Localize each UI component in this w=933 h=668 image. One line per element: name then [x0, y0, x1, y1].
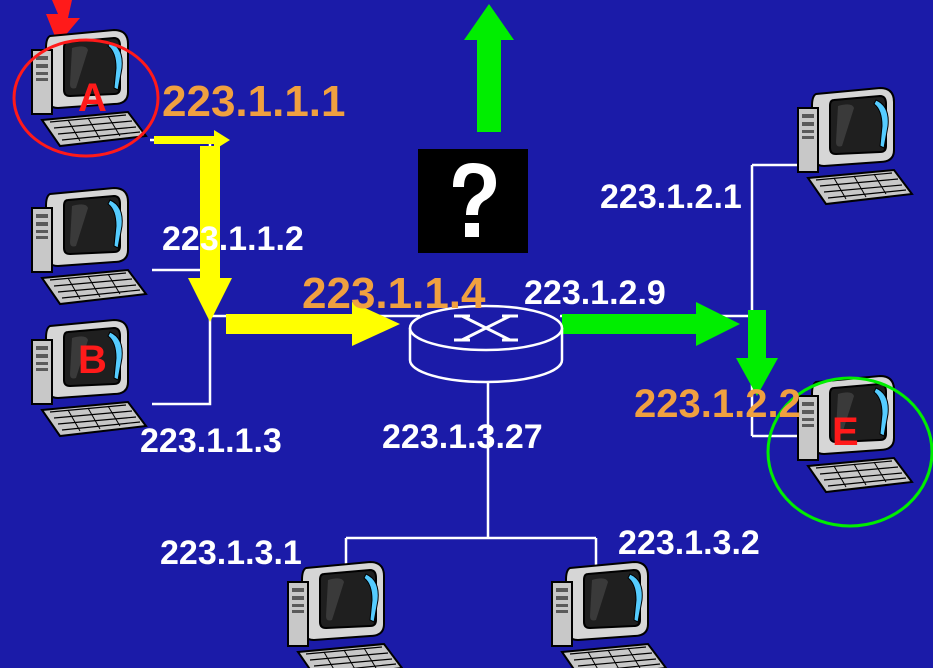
unknown-route-box [418, 149, 528, 253]
router-icon [408, 304, 564, 384]
yellow-arrow-right-small [154, 130, 230, 150]
yellow-arrow-right [226, 302, 400, 346]
green-path-arrows [464, 4, 778, 396]
host-e-ip: 223.1.2.2 [634, 382, 801, 426]
host-132-ip: 223.1.3.2 [618, 524, 760, 562]
link-host-b [152, 316, 212, 406]
router-interface-net2-ip: 223.1.2.9 [524, 274, 666, 312]
question-icon [453, 163, 496, 237]
host-131-ip: 223.1.3.1 [160, 534, 302, 572]
host-121-computer-icon [797, 87, 913, 205]
router-interface-net1-ip: 223.1.1.4 [302, 269, 486, 318]
yellow-arrow-down [188, 146, 232, 322]
green-arrow-up [464, 4, 514, 132]
router-interface-net3-ip: 223.1.3.27 [382, 418, 543, 456]
host-b-letter: B [78, 338, 107, 382]
destination-highlight-circle [766, 376, 933, 528]
yellow-path-arrows [154, 130, 400, 346]
green-arrow-down [736, 310, 778, 396]
host-a-ip: 223.1.1.1 [162, 77, 346, 126]
host-112-computer-icon [31, 187, 147, 305]
red-pointer-arrow [46, 0, 80, 44]
green-arrow-right [562, 302, 740, 346]
host-b-ip: 223.1.1.3 [140, 422, 282, 460]
host-131-computer-icon [287, 561, 403, 668]
host-112-ip: 223.1.1.2 [162, 220, 304, 258]
host-a-letter: A [78, 76, 107, 120]
host-121-ip: 223.1.2.1 [600, 178, 742, 216]
host-132-computer-icon [551, 561, 667, 668]
host-e-letter: E [832, 410, 859, 454]
source-highlight-circle [12, 38, 160, 158]
